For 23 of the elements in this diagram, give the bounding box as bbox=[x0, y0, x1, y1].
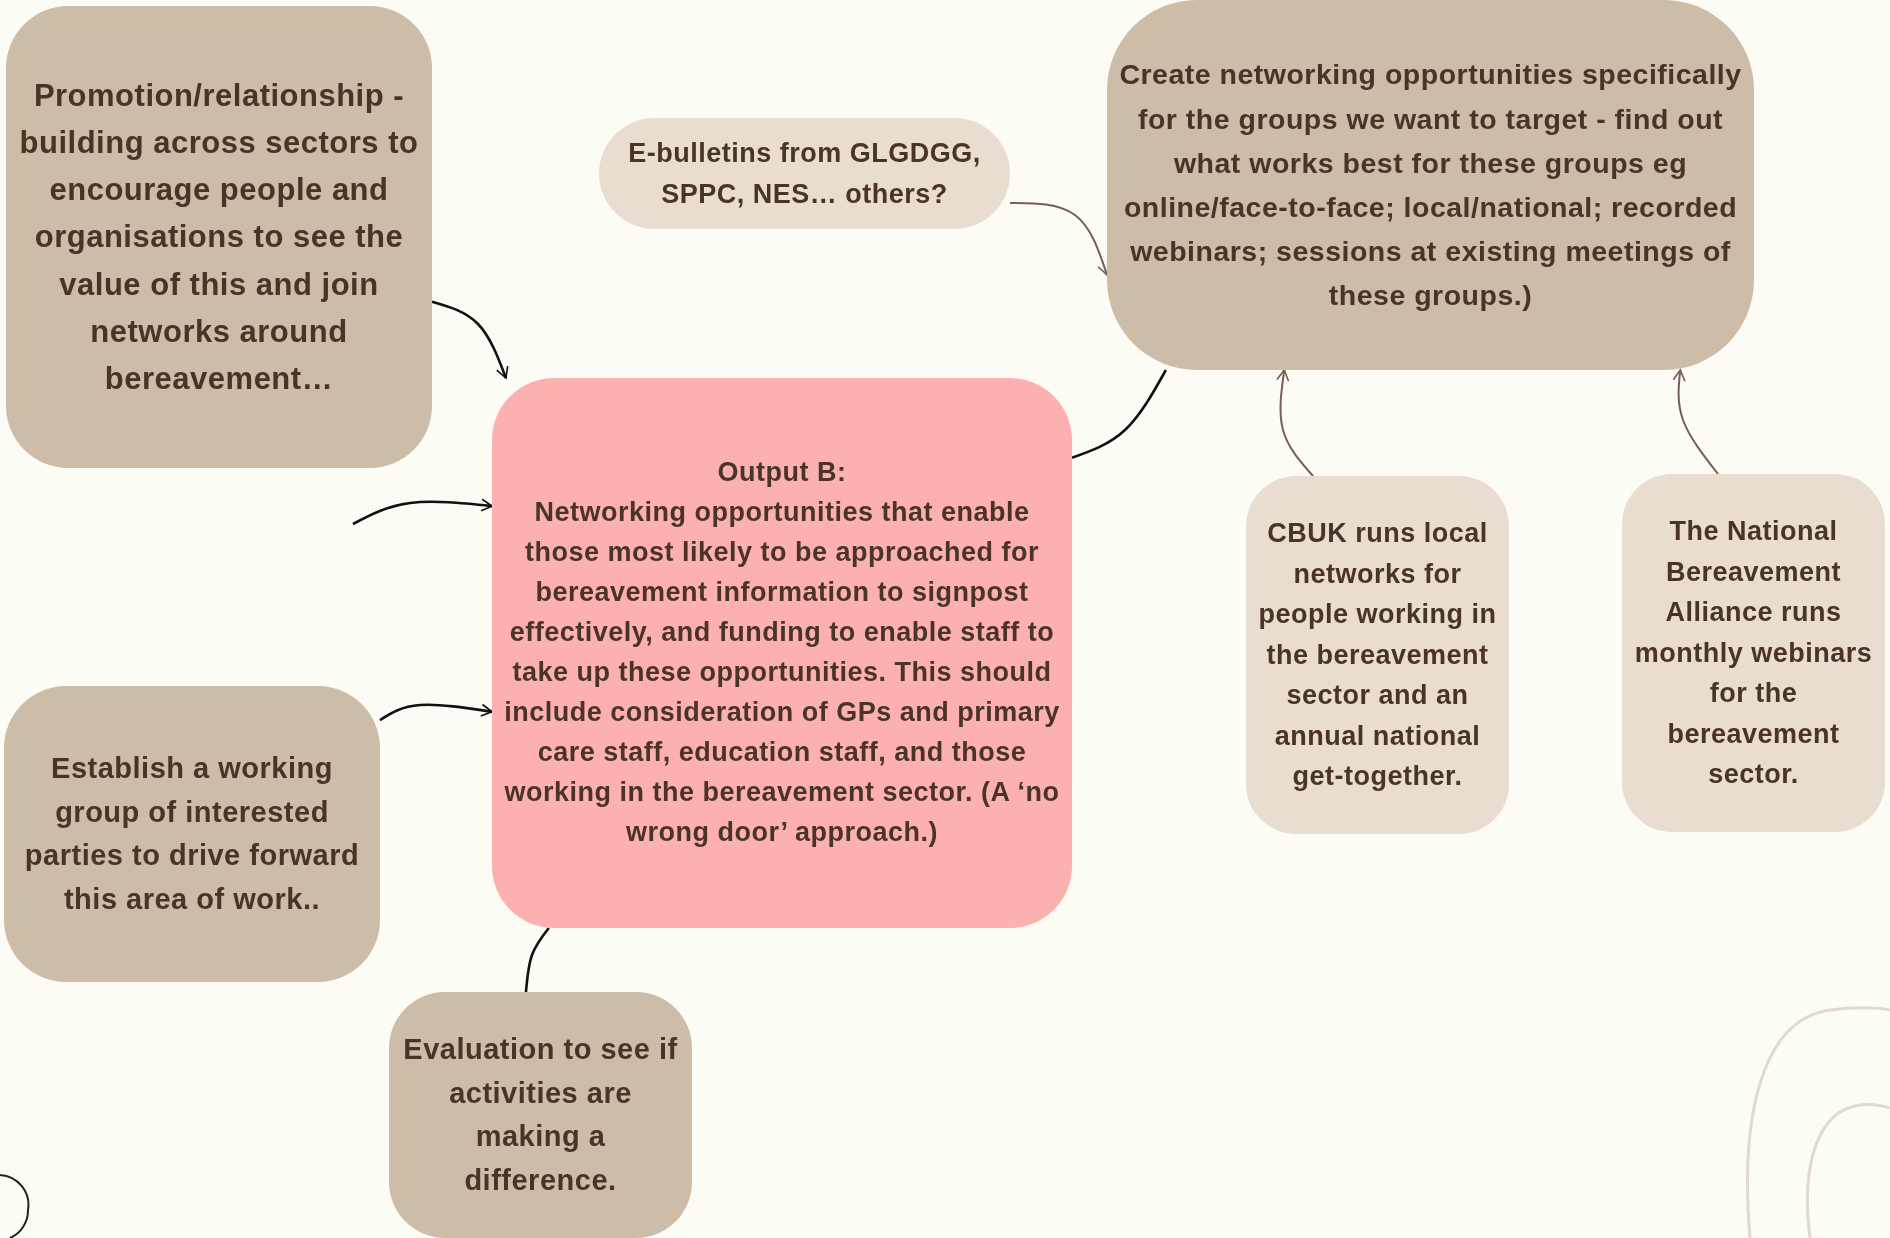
connector-line bbox=[524, 927, 550, 993]
box-text: Evaluation to see if activities are making a difference. bbox=[402, 1032, 679, 1198]
process-box bbox=[389, 992, 692, 1238]
box-text: Promotion/relationship -building across sectors to encourage people and organisations to see the value of this and join networks around bereavement… bbox=[18, 77, 420, 398]
arrow bbox=[1276, 369, 1315, 477]
box-text: E-bulletins from GLGDGG, SPPC, NES… others? bbox=[627, 137, 982, 211]
output-box bbox=[492, 378, 1072, 928]
box-text: Establish a working group of interested parties to drive forward this area of work.. bbox=[23, 751, 361, 917]
arrow bbox=[1672, 369, 1719, 475]
arrow bbox=[352, 498, 493, 526]
info-box bbox=[1622, 474, 1885, 832]
box-text: Create networking opportunities specifically for the groups we want to target - find out what works best for these groups eg online/face-to-face; local/national; recorded webinars; sessions at existing meetings of these groups.) bbox=[1118, 57, 1743, 314]
arrow bbox=[379, 703, 493, 722]
box-heading: Output B: bbox=[717, 456, 847, 490]
process-box bbox=[4, 686, 380, 982]
process-box bbox=[6, 6, 432, 468]
connector-line bbox=[1071, 369, 1167, 459]
box-text: The National Bereavement Alliance runs monthly webinars for the bereavement sector. bbox=[1633, 515, 1874, 792]
arrow bbox=[431, 300, 509, 379]
box-text: Networking opportunities that enable those most likely to be approached for bereavement information to signpost effectively, and funding to enable staff to take up these opportunities. This should include consideration of GPs and primary care staff, education staff, and those working in the bereavement sector. (A ‘no wrong door’ approach.) bbox=[504, 496, 1060, 849]
box-text: CBUK runs local networks for people working in the bereavement sector and an annual national get-together. bbox=[1257, 517, 1498, 794]
process-box bbox=[1107, 0, 1754, 370]
info-box bbox=[1246, 476, 1509, 834]
